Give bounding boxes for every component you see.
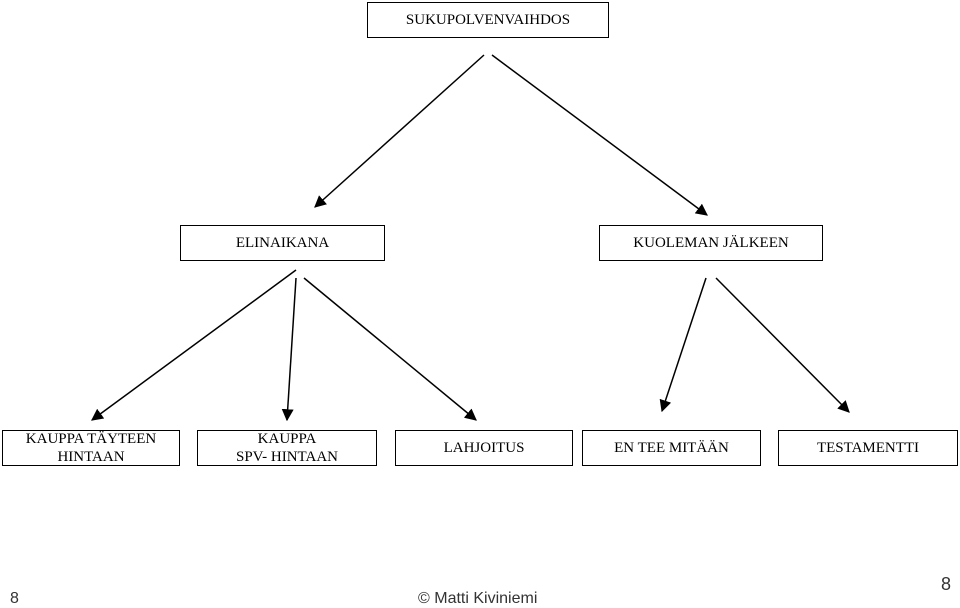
will-node-label: TESTAMENTTI (816, 440, 920, 456)
root-node-box: SUKUPOLVENVAIHDOS (367, 2, 609, 38)
will-node-box: TESTAMENTTI (778, 430, 958, 466)
copyright-text: © Matti Kiviniemi (418, 590, 538, 607)
spv-price-sale-node-label: KAUPPA SPV- HINTAAN (235, 431, 338, 465)
edge-root-to-after_death (491, 54, 708, 216)
edge-lifetime-to-full_price_sale (91, 269, 297, 421)
edge-lifetime-to-spv_price_sale (281, 277, 297, 422)
full-price-sale-node-box: KAUPPA TÄYTEEN HINTAAN (2, 430, 180, 466)
full-price-sale-node-label: KAUPPA TÄYTEEN HINTAAN (25, 431, 157, 465)
lifetime-node-box: ELINAIKANA (180, 225, 385, 261)
right-page-number: 8 (941, 574, 952, 594)
edge-after_death-to-do_nothing (659, 277, 707, 413)
edge-lifetime-to-gift (303, 277, 477, 421)
gift-node-label: LAHJOITUS (443, 440, 525, 456)
after-death-node-label: KUOLEMAN JÄLKEEN (633, 235, 789, 251)
edge-root-to-lifetime (314, 54, 485, 208)
after-death-node-box: KUOLEMAN JÄLKEEN (599, 225, 823, 261)
spv-price-sale-node-box: KAUPPA SPV- HINTAAN (197, 430, 377, 466)
root-node-label: SUKUPOLVENVAIHDOS (405, 12, 571, 28)
lifetime-node-label: ELINAIKANA (235, 235, 330, 251)
do-nothing-node-label: EN TEE MITÄÄN (614, 440, 729, 456)
edge-after_death-to-will (715, 277, 850, 413)
left-page-number: 8 (10, 590, 19, 607)
do-nothing-node-box: EN TEE MITÄÄN (582, 430, 761, 466)
gift-node-box: LAHJOITUS (395, 430, 573, 466)
